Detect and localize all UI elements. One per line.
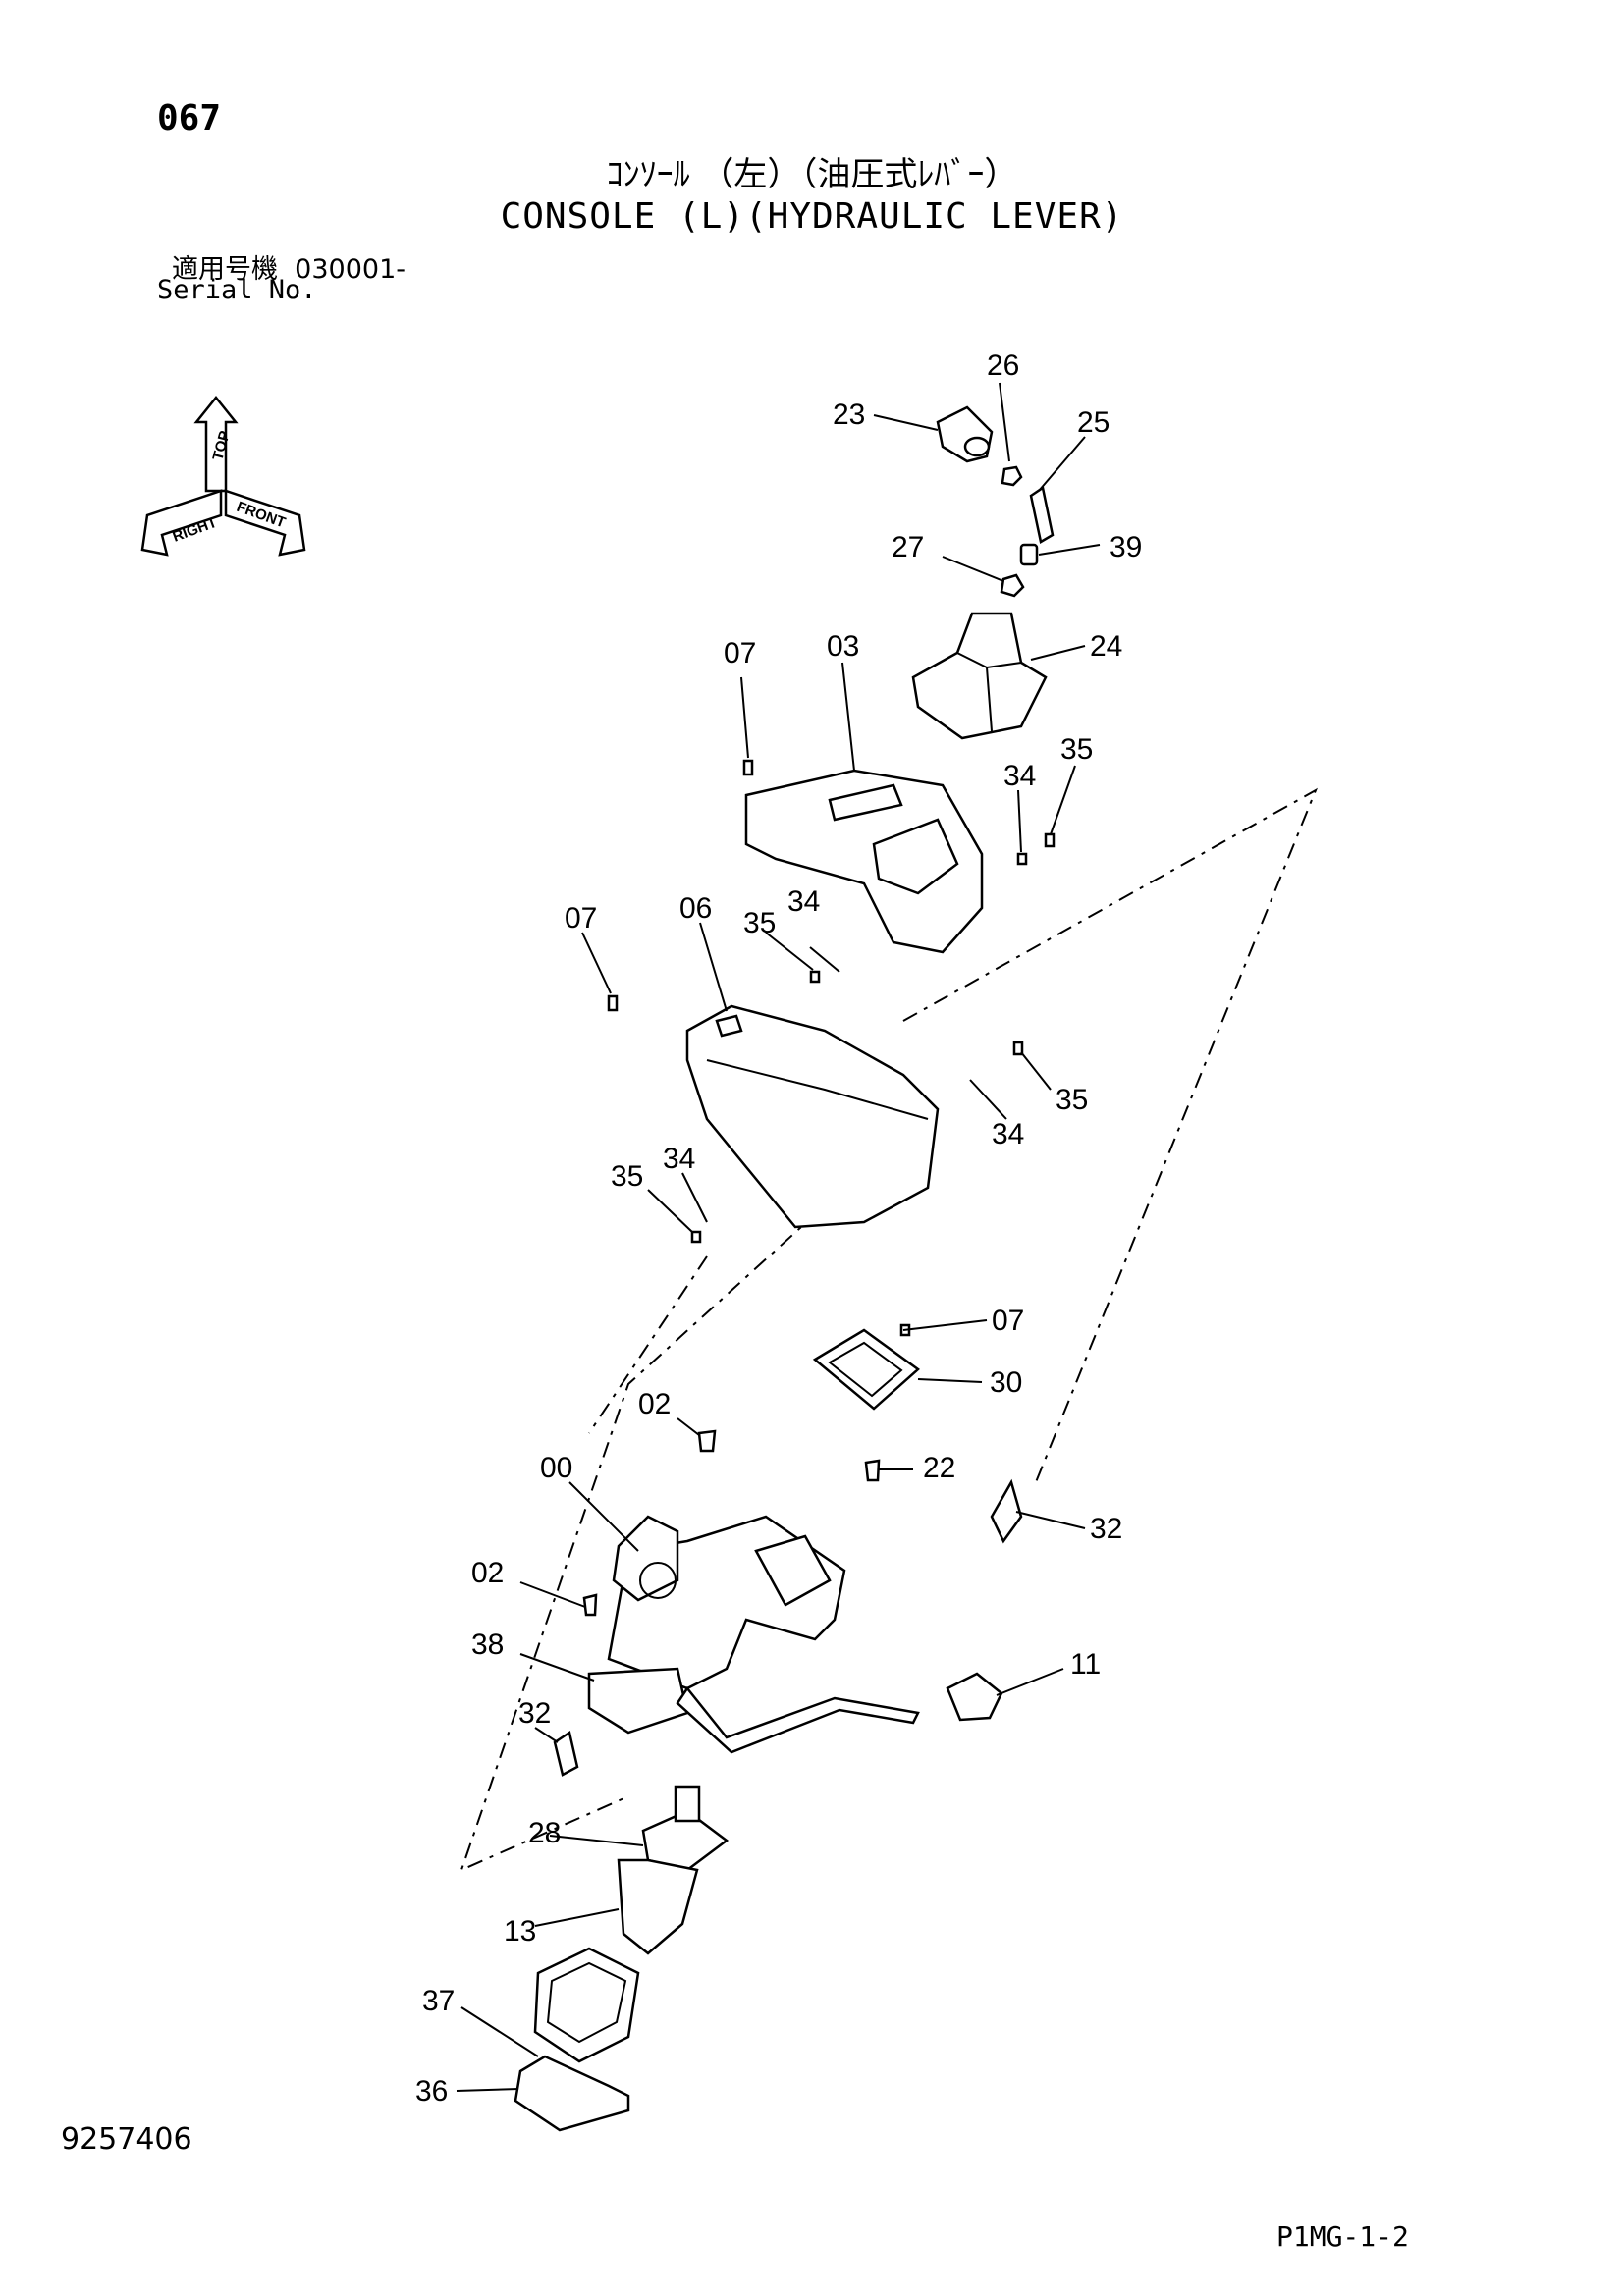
- assembly-line-left: [460, 1187, 845, 1872]
- part-06-lower-cover[interactable]: [685, 1004, 940, 1229]
- front-arrow: [224, 489, 306, 557]
- callout-02-a: 02: [638, 1388, 671, 1420]
- assembly-line-center: [588, 1255, 708, 1434]
- part-26-nut[interactable]: [1001, 465, 1023, 487]
- assembly-line-right: [902, 787, 1318, 1483]
- callout-07-b: 07: [565, 902, 597, 934]
- part-24-boot[interactable]: [911, 612, 1048, 740]
- callout-02-b: 02: [471, 1557, 504, 1589]
- serial-label-en: Serial No.: [157, 275, 317, 305]
- callout-34-d: 34: [663, 1143, 695, 1175]
- callout-26: 26: [987, 349, 1019, 382]
- part-27-nut[interactable]: [1000, 573, 1025, 598]
- part-32-pad-right[interactable]: [990, 1478, 1023, 1544]
- orientation-symbol: TOP RIGHT FRONT: [140, 395, 306, 557]
- document-number: 9257406: [61, 2122, 192, 2157]
- callout-22: 22: [923, 1452, 955, 1484]
- callout-35-b: 35: [743, 907, 776, 939]
- callout-23: 23: [833, 399, 865, 431]
- part-32-pad-left[interactable]: [553, 1730, 579, 1777]
- part-36-cover[interactable]: [514, 2055, 630, 2132]
- part-39-fitting[interactable]: [1019, 543, 1039, 566]
- callout-07-a: 07: [724, 637, 756, 669]
- callout-32-a: 32: [1090, 1513, 1122, 1545]
- callout-30: 30: [990, 1366, 1022, 1399]
- callout-35-c: 35: [1056, 1084, 1088, 1116]
- callout-13: 13: [504, 1915, 536, 1948]
- part-02-clip-lower[interactable]: [582, 1593, 598, 1617]
- callout-03: 03: [827, 630, 859, 663]
- callout-00: 00: [540, 1452, 572, 1484]
- part-11-block[interactable]: [946, 1672, 1003, 1722]
- part-22-clip[interactable]: [864, 1459, 881, 1482]
- callout-27: 27: [892, 531, 924, 563]
- callout-11: 11: [1070, 1648, 1101, 1681]
- part-30-bezel[interactable]: [812, 1328, 920, 1411]
- part-02-clip-upper[interactable]: [697, 1429, 717, 1453]
- part-03-upper-cover[interactable]: [744, 769, 984, 954]
- callout-32-b: 32: [518, 1697, 551, 1730]
- callout-34-b: 34: [787, 885, 820, 918]
- callout-25: 25: [1077, 406, 1110, 439]
- serial-value: 030001-: [295, 254, 406, 285]
- top-arrow: [193, 395, 239, 493]
- part-23-knob[interactable]: [936, 405, 994, 463]
- serial-applicability: 適用号機 030001-: [172, 247, 406, 286]
- callout-35-a: 35: [1060, 733, 1093, 766]
- callout-38: 38: [471, 1629, 504, 1661]
- page-number: 067: [157, 98, 222, 138]
- right-arrow: [140, 489, 223, 557]
- part-25-plate[interactable]: [1029, 485, 1055, 544]
- callout-28: 28: [528, 1817, 561, 1849]
- callout-34-a: 34: [1003, 760, 1036, 792]
- leader-lines: [456, 382, 1101, 2092]
- title-english: CONSOLE (L)(HYDRAULIC LEVER): [500, 196, 1124, 237]
- callout-35-d: 35: [611, 1160, 643, 1193]
- title-japanese: ｺﾝｿｰﾙ （左）（油圧式ﾚﾊﾞｰ）: [606, 155, 1018, 194]
- part-13-pilot-valve[interactable]: [617, 1858, 699, 1955]
- part-38-plate[interactable]: [587, 1667, 689, 1735]
- callout-34-c: 34: [992, 1118, 1024, 1150]
- callout-24: 24: [1090, 630, 1122, 663]
- callout-39: 39: [1110, 531, 1142, 563]
- serial-label-jp: 適用号機: [172, 254, 278, 285]
- callout-labels: 26 23 25 27 39 07 03 24 34 35 07 06 35 3…: [415, 349, 1142, 2108]
- part-37-boot[interactable]: [533, 1947, 640, 2063]
- callout-07-c: 07: [992, 1305, 1024, 1337]
- callout-37: 37: [422, 1985, 455, 2017]
- callout-06: 06: [679, 892, 712, 925]
- sheet-code: P1MG-1-2: [1276, 2220, 1409, 2253]
- part-28-valve[interactable]: [641, 1785, 730, 1872]
- part-00-bracket[interactable]: [607, 1515, 846, 1690]
- callout-36: 36: [415, 2075, 448, 2108]
- lever-rod: [676, 1685, 920, 1754]
